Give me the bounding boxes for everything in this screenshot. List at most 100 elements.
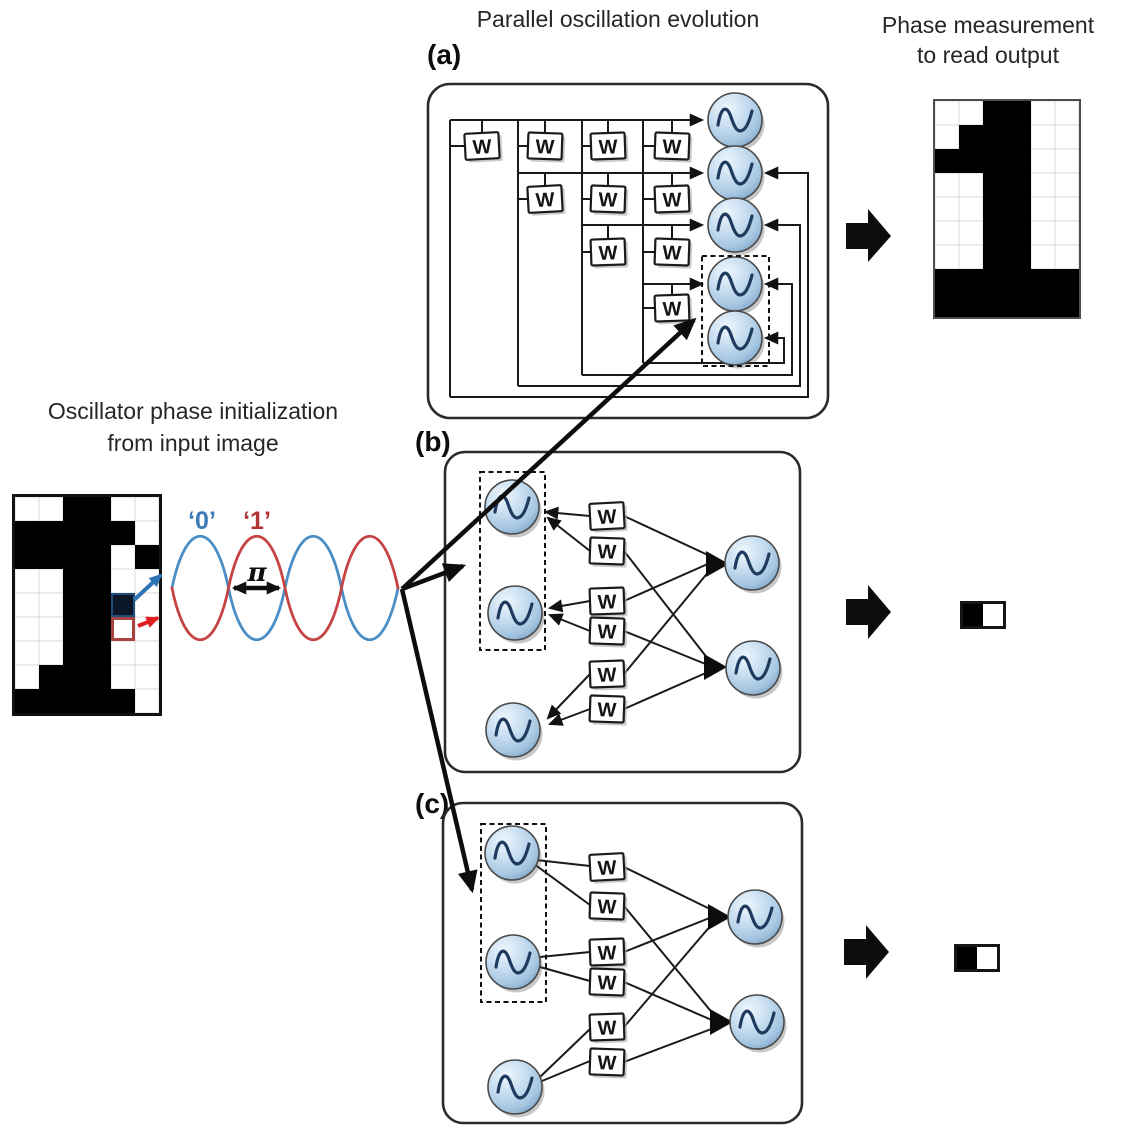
- pixel-cell: [15, 665, 39, 689]
- title-parallel-oscillation: Parallel oscillation evolution: [477, 6, 760, 32]
- weight-box: [588, 616, 629, 649]
- pixel-cell: [959, 101, 983, 125]
- pixel-cell: [935, 245, 959, 269]
- pixel-cell: [983, 197, 1007, 221]
- pixel-cell: [1031, 173, 1055, 197]
- init-arrow-to-panel-c: [399, 588, 478, 894]
- pixel-cell: [957, 947, 977, 969]
- pixel-cell: [935, 221, 959, 245]
- init-arrow-to-panel-a: [400, 317, 697, 591]
- panel-c-wiring: [533, 859, 733, 1082]
- pixel-cell: [15, 593, 39, 617]
- pixel-cell: [935, 125, 959, 149]
- pixel-cell: [959, 245, 983, 269]
- pixel-cell: [1007, 125, 1031, 149]
- pixel-cell: [1055, 221, 1079, 245]
- pixel-cell: [935, 269, 959, 293]
- output-image-grid-c: [954, 944, 1000, 972]
- pixel-cell: [39, 665, 63, 689]
- weight-box: [653, 131, 694, 164]
- readout-block-arrow-c: [844, 925, 889, 979]
- pixel-cell: [87, 497, 111, 521]
- weight-box: [588, 1047, 629, 1080]
- weight-box: [588, 937, 629, 970]
- pixel-cell: [87, 545, 111, 569]
- pixel-cell: [1007, 245, 1031, 269]
- pixel-cell: [87, 617, 111, 641]
- pixel-cell: [935, 149, 959, 173]
- weight-box: [588, 1012, 629, 1045]
- pixel-cell: [135, 545, 159, 569]
- pixel-cell: [1007, 293, 1031, 317]
- pixel-cell: [135, 521, 159, 545]
- pixel-cell: [111, 665, 135, 689]
- weight-box: [588, 659, 629, 692]
- pixel-cell: [977, 947, 997, 969]
- pixel-cell: [15, 569, 39, 593]
- pixel-cell: [135, 497, 159, 521]
- pixel-cell: [39, 641, 63, 665]
- weight-box: [588, 851, 629, 885]
- pixel-cell: [63, 617, 87, 641]
- pixel-cell: [959, 269, 983, 293]
- pixel-cell: [135, 665, 159, 689]
- pixel-cell: [39, 545, 63, 569]
- pixel-cell: [111, 641, 135, 665]
- weight-box: [588, 694, 629, 727]
- weight-box: [588, 586, 629, 619]
- pixel-cell: [959, 125, 983, 149]
- pixel-cell: [39, 521, 63, 545]
- pixel-cell: [15, 617, 39, 641]
- panel-a-wiring: [449, 113, 809, 398]
- black-pixel-to-wave-arrow: [132, 573, 163, 602]
- pixel-cell: [15, 545, 39, 569]
- weight-box: [653, 237, 694, 270]
- weight-box: [526, 131, 567, 164]
- pixel-cell: [87, 569, 111, 593]
- pixel-cell: [111, 689, 135, 713]
- pixel-cell: [1055, 173, 1079, 197]
- pixel-cell: [935, 293, 959, 317]
- pixel-cell: [1055, 245, 1079, 269]
- pixel-cell: [39, 569, 63, 593]
- pixel-cell: [63, 641, 87, 665]
- pixel-cell: [983, 173, 1007, 197]
- wave-label-zero: ‘0’: [188, 507, 216, 535]
- pixel-cell: [959, 197, 983, 221]
- pixel-cell: [983, 101, 1007, 125]
- pixel-cell: [1031, 221, 1055, 245]
- pixel-cell: [959, 149, 983, 173]
- pixel-cell: [111, 617, 135, 641]
- pixel-cell: [1055, 269, 1079, 293]
- pixel-cell: [1031, 149, 1055, 173]
- title-phase-init-line2: from input image: [107, 430, 278, 456]
- pixel-cell: [63, 545, 87, 569]
- pixel-cell: [983, 221, 1007, 245]
- pixel-cell: [1055, 125, 1079, 149]
- pixel-cell: [63, 569, 87, 593]
- weight-box: [589, 237, 630, 270]
- pixel-cell: [1055, 197, 1079, 221]
- wave-one: [170, 534, 400, 642]
- pixel-cell: [1031, 269, 1055, 293]
- output-image-grid-b: [960, 601, 1006, 629]
- phase-shift-pi-label: π: [246, 558, 267, 588]
- weight-box: [589, 131, 630, 164]
- title-phase-init-line1: Oscillator phase initialization: [48, 398, 338, 424]
- pixel-cell: [111, 521, 135, 545]
- weight-box: [526, 183, 567, 217]
- pixel-cell: [135, 689, 159, 713]
- pixel-cell: [983, 604, 1003, 626]
- pixel-cell: [935, 173, 959, 197]
- pixel-cell: [111, 569, 135, 593]
- pixel-cell: [1007, 173, 1031, 197]
- pixel-cell: [39, 497, 63, 521]
- output-image-grid-a: [933, 99, 1081, 319]
- input-image-grid: [12, 494, 162, 716]
- pixel-cell: [15, 497, 39, 521]
- panel-c-input-oscillator-dashed-box: [480, 823, 547, 1003]
- pixel-cell: [87, 641, 111, 665]
- weight-box: [588, 500, 629, 534]
